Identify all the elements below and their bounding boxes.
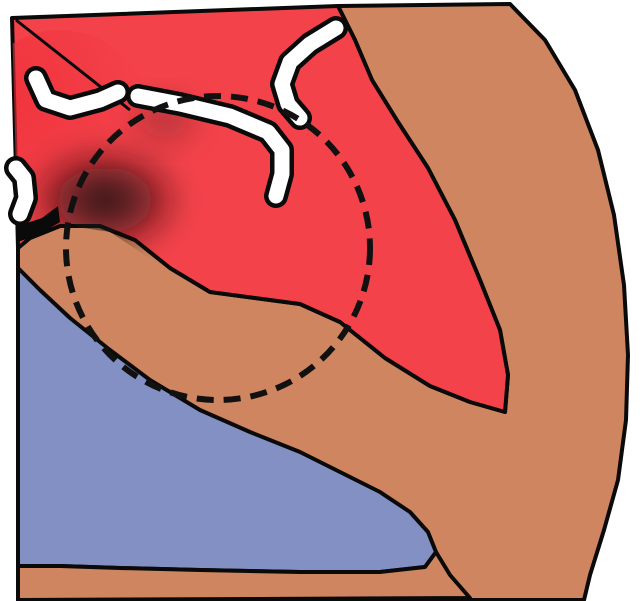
anatomical-illustration <box>0 0 642 601</box>
illustration-canvas <box>0 0 642 601</box>
